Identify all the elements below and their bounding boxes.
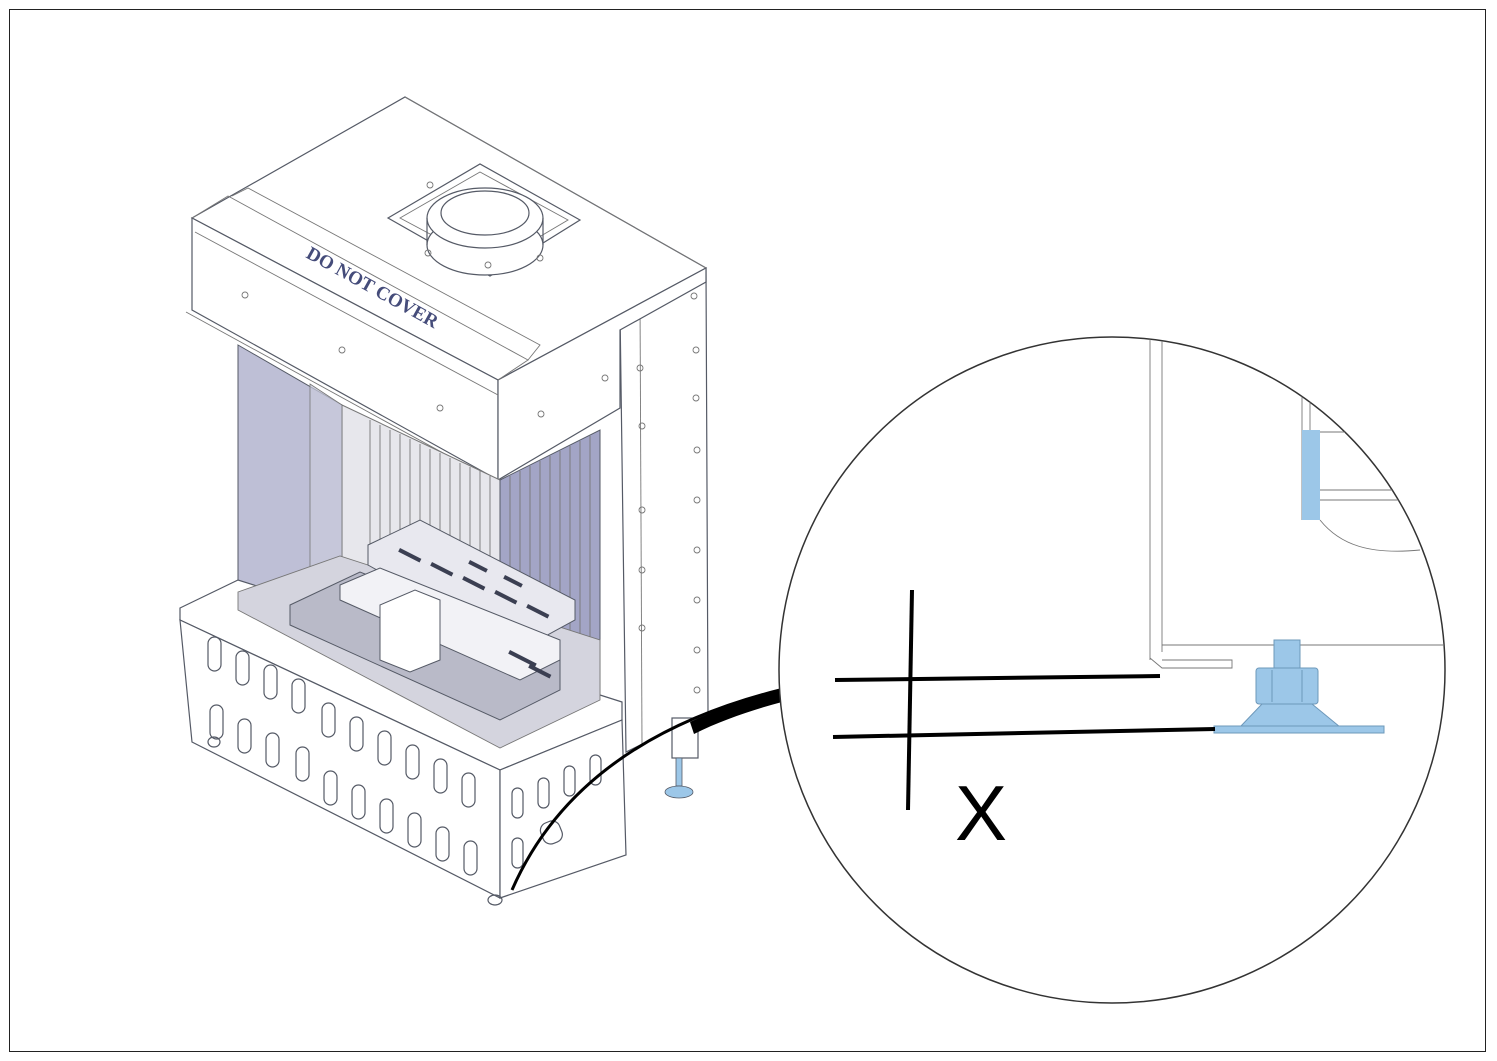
burner-assembly: [289, 519, 576, 721]
side-panel: [619, 269, 709, 753]
dimension-x-label: X: [955, 769, 1007, 857]
grille-slots: [207, 636, 602, 876]
dimension-x: X: [832, 589, 1216, 857]
side-panel-screws: [636, 292, 701, 694]
leveling-foot-detail: [1213, 639, 1385, 734]
leader-line: [510, 688, 781, 891]
drawing-frame: [9, 9, 1486, 1052]
fireplace-unit: DO NOT COVER: [179, 96, 709, 906]
flue-collar: [426, 187, 544, 276]
leveling-foot: [664, 757, 694, 799]
detail-magnifier: X: [778, 336, 1446, 1004]
